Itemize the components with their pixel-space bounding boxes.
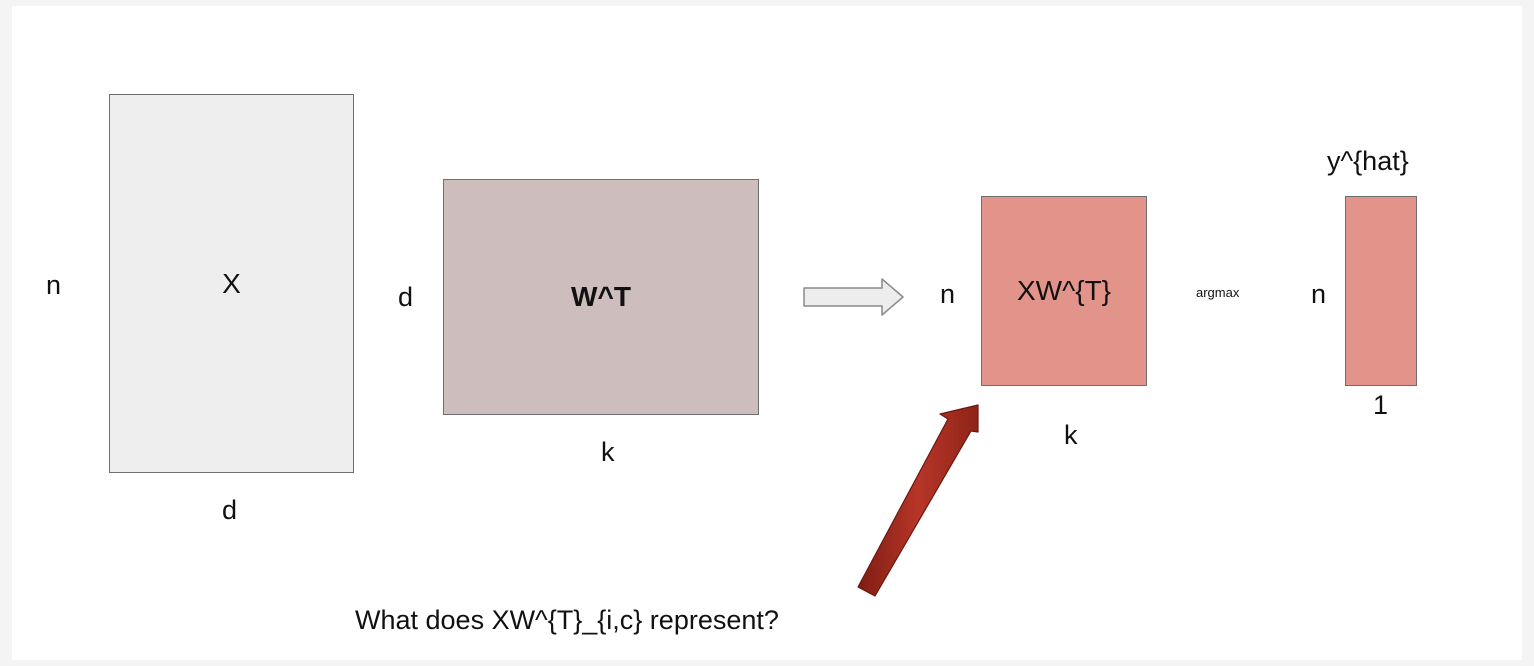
- w-rows-label: d: [398, 282, 414, 312]
- matrix-x-label: X: [222, 267, 241, 299]
- matrix-xw-transpose: XW^{T}: [981, 196, 1147, 386]
- matrix-w-transpose: W^T: [443, 179, 759, 415]
- question-text: What does XW^{T}_{i,c} represent?: [355, 605, 779, 635]
- w-cols-label: k: [601, 437, 615, 467]
- x-cols-label: d: [222, 495, 238, 525]
- matrix-w-label: W^T: [571, 281, 631, 312]
- matrix-xw-label: XW^{T}: [1016, 275, 1112, 306]
- xw-rows-label: n: [940, 279, 956, 309]
- vector-yhat: [1345, 196, 1417, 386]
- yhat-rows-label: n: [1311, 279, 1327, 309]
- xw-cols-label: k: [1064, 420, 1078, 450]
- yhat-title: y^{hat}: [1327, 146, 1409, 176]
- yhat-cols-label: 1: [1373, 390, 1389, 420]
- argmax-label: argmax: [1196, 285, 1240, 300]
- x-rows-label: n: [46, 270, 62, 300]
- matrix-x: X: [109, 94, 354, 473]
